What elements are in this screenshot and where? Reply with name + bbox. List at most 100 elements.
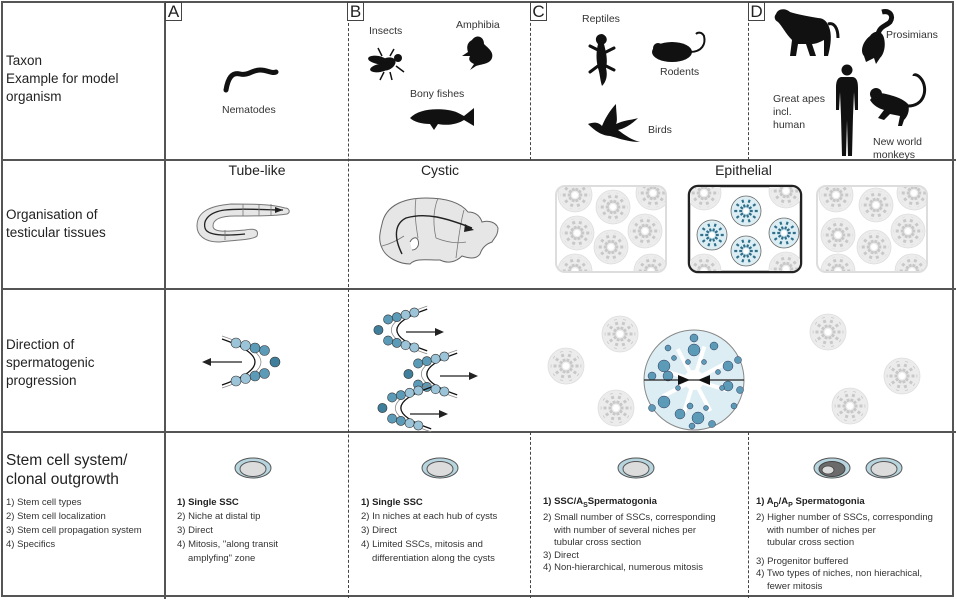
germ-cell-column [632, 232, 643, 241]
baboon-icon [774, 9, 840, 56]
cystic-progression-diagram [373, 305, 478, 433]
germ-cell [685, 359, 691, 365]
frog-icon [462, 36, 493, 70]
tubule-cross-section [601, 315, 639, 353]
germ-cell-column [832, 256, 839, 268]
germ-cell [404, 387, 415, 398]
monkey-icon [870, 73, 927, 126]
tubule-cross-section [557, 187, 593, 213]
criteria-item: 4) Specifics [6, 539, 56, 550]
direction-arrowhead [435, 328, 444, 336]
row-label-direction: Direction of spermatogenic progression [6, 336, 95, 390]
taxon-label-line: incl. [773, 106, 792, 118]
germ-cell [430, 353, 441, 364]
detail-item-continued: tubular cross section [554, 537, 642, 549]
germ-cell-column [827, 335, 835, 348]
tubule-cross-section [831, 387, 869, 425]
germ-cell [249, 370, 261, 382]
germ-cell-column [901, 194, 912, 203]
germ-cell-column [565, 350, 573, 363]
germ-cell-column [600, 197, 611, 206]
germ-cell-column [773, 224, 782, 232]
germ-cell-column [615, 411, 623, 424]
germ-cell-column [707, 222, 712, 232]
tubule-cross-section [896, 187, 926, 211]
germ-cell-column [706, 194, 717, 203]
germ-cell-column [698, 187, 705, 190]
organisation-type-epithelial: Epithelial [715, 162, 772, 178]
tubule-cross-section [595, 189, 631, 225]
germ-cell-column [779, 236, 784, 246]
tubule-lumen [700, 189, 708, 197]
germ-cell [701, 359, 707, 365]
row-label-organisation: Organisation of testicular tissues [6, 206, 106, 242]
germ-cell [391, 337, 402, 348]
detail-item: 2) Higher number of SSCs, corresponding [756, 512, 933, 524]
germ-cell-column [639, 216, 646, 228]
germ-cell-column [701, 226, 710, 234]
tubule-lumen [562, 362, 570, 370]
germ-cell [736, 386, 744, 394]
row-label-line: spermatogenic [6, 355, 95, 370]
row-label-line: clonal outgrowth [6, 471, 119, 488]
germ-cell-column [849, 409, 857, 422]
detail-item: 4) Mitosis, "along transit [177, 539, 279, 550]
tubule-lumen [709, 232, 715, 238]
germ-cell-column [577, 261, 588, 270]
type-text: 1) SSC/A [543, 496, 584, 507]
stem-cell-type: 1) Single SSC [361, 497, 423, 508]
tubule-lumen [700, 267, 708, 271]
germ-cell-column [612, 192, 619, 204]
tubule-lumen [872, 201, 880, 209]
germ-cell-column [901, 187, 912, 192]
germ-cell-column [902, 234, 909, 246]
tubule-lumen [782, 187, 790, 195]
germ-cell-column [559, 369, 567, 382]
germ-cell [647, 371, 657, 381]
germ-cell-column [748, 242, 757, 250]
tubule-cross-section [858, 187, 894, 223]
column-divider-cd-top [748, 8, 749, 160]
germ-cell-column [836, 407, 848, 417]
germ-cell [709, 341, 719, 351]
germ-cell-column [840, 236, 851, 245]
tubule-lumen [571, 267, 579, 271]
tubule-outline [820, 253, 856, 271]
germ-cell [662, 370, 674, 382]
germ-cell-column [598, 248, 609, 257]
germ-cell-column [861, 237, 872, 246]
tubule-cross-section [856, 229, 892, 265]
germ-cell-column [849, 390, 857, 403]
tubule-cross-section [820, 217, 856, 253]
stemcell-details-d: 1) AD/AP Spermatogonia 2) Higher number … [756, 496, 933, 593]
germ-cell-column [612, 210, 619, 222]
taxon-label-reptiles: Reptiles [582, 13, 620, 25]
detail-item-continued: tubular cross section [767, 537, 855, 549]
germ-cell-column [610, 250, 617, 262]
germ-cell [430, 384, 441, 395]
germ-cell-column [579, 234, 590, 243]
germ-cell-column [821, 335, 829, 348]
block-tubules [557, 187, 665, 271]
germ-cell [413, 420, 424, 431]
detail-item: 2) Small number of SSCs, corresponding [543, 512, 716, 524]
germ-cell-column [607, 192, 614, 204]
lizard-icon [588, 34, 616, 86]
germ-cell-column [613, 337, 621, 350]
germ-cell-column [691, 187, 702, 192]
germ-cell-column [741, 214, 746, 224]
tube-progression-diagram [202, 335, 281, 389]
detail-item: 4) Non-hierarchical, numerous mitosis [543, 562, 703, 574]
column-divider-ab [348, 8, 349, 598]
germ-cell-column [836, 395, 848, 405]
germ-cell-column [785, 254, 792, 266]
germ-cell-column [873, 250, 880, 262]
epithelial-block-center [687, 184, 803, 274]
germ-cell-column [861, 248, 872, 257]
stemcell-details-b: 1) Single SSC 2) In niches at each hub o… [361, 496, 497, 566]
detail-item-continued: with number of several niches per [554, 524, 697, 536]
row-label-line: testicular tissues [6, 225, 106, 240]
germ-cell [687, 343, 701, 357]
germ-cell [409, 342, 420, 353]
germ-cell-column [773, 187, 784, 190]
